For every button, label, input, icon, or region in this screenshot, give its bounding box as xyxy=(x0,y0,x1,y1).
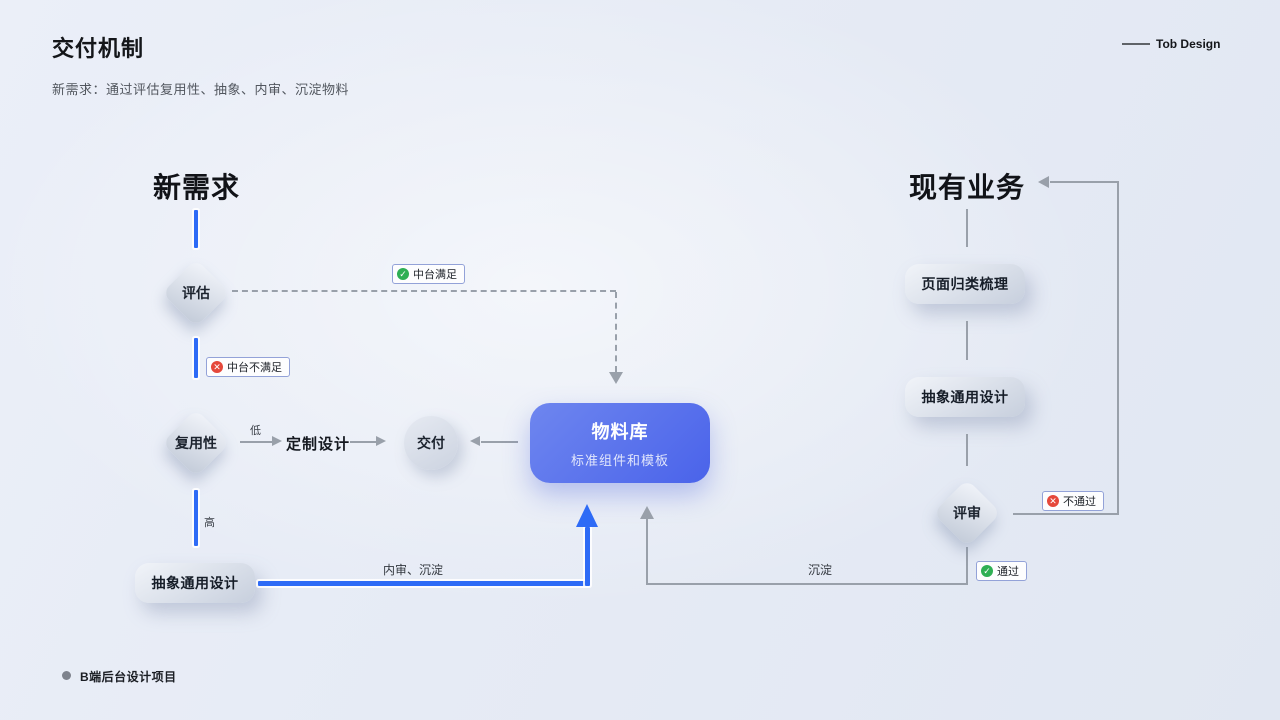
connector-review-down xyxy=(966,547,968,585)
heading-new-demand: 新需求 xyxy=(153,172,241,203)
check-icon: ✓ xyxy=(981,565,993,577)
connector-blue-horizontal xyxy=(258,581,588,586)
arrowhead-up-icon xyxy=(640,506,654,519)
dashed-connector-vertical xyxy=(615,292,617,372)
node-deliver-label: 交付 xyxy=(417,435,445,451)
badge-platform-satisfied: ✓ 中台满足 xyxy=(392,264,465,284)
dashed-connector-horizontal xyxy=(232,290,616,292)
connector-pagesorting-abstract xyxy=(966,321,968,360)
brand-label: Tob Design xyxy=(1156,37,1221,51)
connector-reusability-abstract xyxy=(194,490,198,546)
page-title: 交付机制 xyxy=(52,36,145,61)
footer-label: B端后台设计项目 xyxy=(80,670,177,684)
connector-feedback-vertical xyxy=(1117,181,1119,515)
connector-review-feedback xyxy=(1013,513,1119,515)
arrowhead-up-blue-icon xyxy=(576,504,598,527)
page-subtitle: 新需求：通过评估复用性、抽象、内审、沉淀物料 xyxy=(52,82,350,97)
connector-evaluate-reusability xyxy=(194,338,198,378)
connector-deposit-horizontal xyxy=(646,583,968,585)
node-material-library: 物料库 标准组件和模板 xyxy=(530,403,710,483)
badge-pass: ✓ 通过 xyxy=(976,561,1027,581)
label-high: 高 xyxy=(204,517,215,529)
node-page-sorting-label: 页面归类梳理 xyxy=(921,276,1009,292)
label-deposit: 沉淀 xyxy=(808,563,833,577)
connector-abstract-review xyxy=(966,434,968,466)
connector-material-deliver xyxy=(481,441,518,443)
node-evaluate: 评估 xyxy=(162,259,230,327)
node-abstract-design-right: 抽象通用设计 xyxy=(905,377,1025,417)
node-abstract-design-right-label: 抽象通用设计 xyxy=(921,389,1009,405)
connector-customdesign-deliver xyxy=(350,441,378,443)
check-icon: ✓ xyxy=(397,268,409,280)
heading-existing-business: 现有业务 xyxy=(909,172,1026,203)
connector-deposit-vertical xyxy=(646,519,648,583)
label-review-deposit: 内审、沉淀 xyxy=(383,563,444,577)
brand-dash xyxy=(1122,43,1150,45)
badge-fail-label: 不通过 xyxy=(1063,496,1096,508)
node-review: 评审 xyxy=(933,479,1001,547)
badge-pass-label: 通过 xyxy=(997,566,1019,578)
connector-reusability-customdesign xyxy=(240,441,274,443)
badge-platform-not-satisfied-label: 中台不满足 xyxy=(227,362,282,374)
node-deliver: 交付 xyxy=(404,416,458,470)
node-evaluate-label: 评估 xyxy=(182,285,210,301)
node-review-label: 评审 xyxy=(953,505,981,521)
badge-platform-satisfied-label: 中台满足 xyxy=(413,269,457,281)
arrowhead-down-icon xyxy=(609,372,623,384)
connector-newdemand-evaluate xyxy=(194,210,198,248)
connector-heading-pagesorting xyxy=(966,209,968,247)
footer-dot-icon xyxy=(62,671,71,680)
badge-platform-not-satisfied: ✕ 中台不满足 xyxy=(206,357,290,377)
arrowhead-left-icon xyxy=(470,436,480,446)
label-low: 低 xyxy=(250,425,261,437)
node-abstract-design-left-label: 抽象通用设计 xyxy=(151,575,239,591)
material-library-subtitle: 标准组件和模板 xyxy=(570,452,669,468)
node-custom-design: 定制设计 xyxy=(286,436,351,453)
node-reusability: 复用性 xyxy=(162,409,230,477)
cross-icon: ✕ xyxy=(211,361,223,373)
node-reusability-label: 复用性 xyxy=(175,435,217,451)
connector-blue-vertical xyxy=(585,527,590,586)
cross-icon: ✕ xyxy=(1047,495,1059,507)
badge-fail: ✕ 不通过 xyxy=(1042,491,1104,511)
arrowhead-right-icon xyxy=(272,436,282,446)
arrowhead-left-icon xyxy=(1038,176,1049,188)
material-library-title: 物料库 xyxy=(591,421,649,442)
arrowhead-right-icon xyxy=(376,436,386,446)
node-abstract-design-left: 抽象通用设计 xyxy=(135,563,255,603)
connector-feedback-top xyxy=(1050,181,1118,183)
node-page-sorting: 页面归类梳理 xyxy=(905,264,1025,304)
